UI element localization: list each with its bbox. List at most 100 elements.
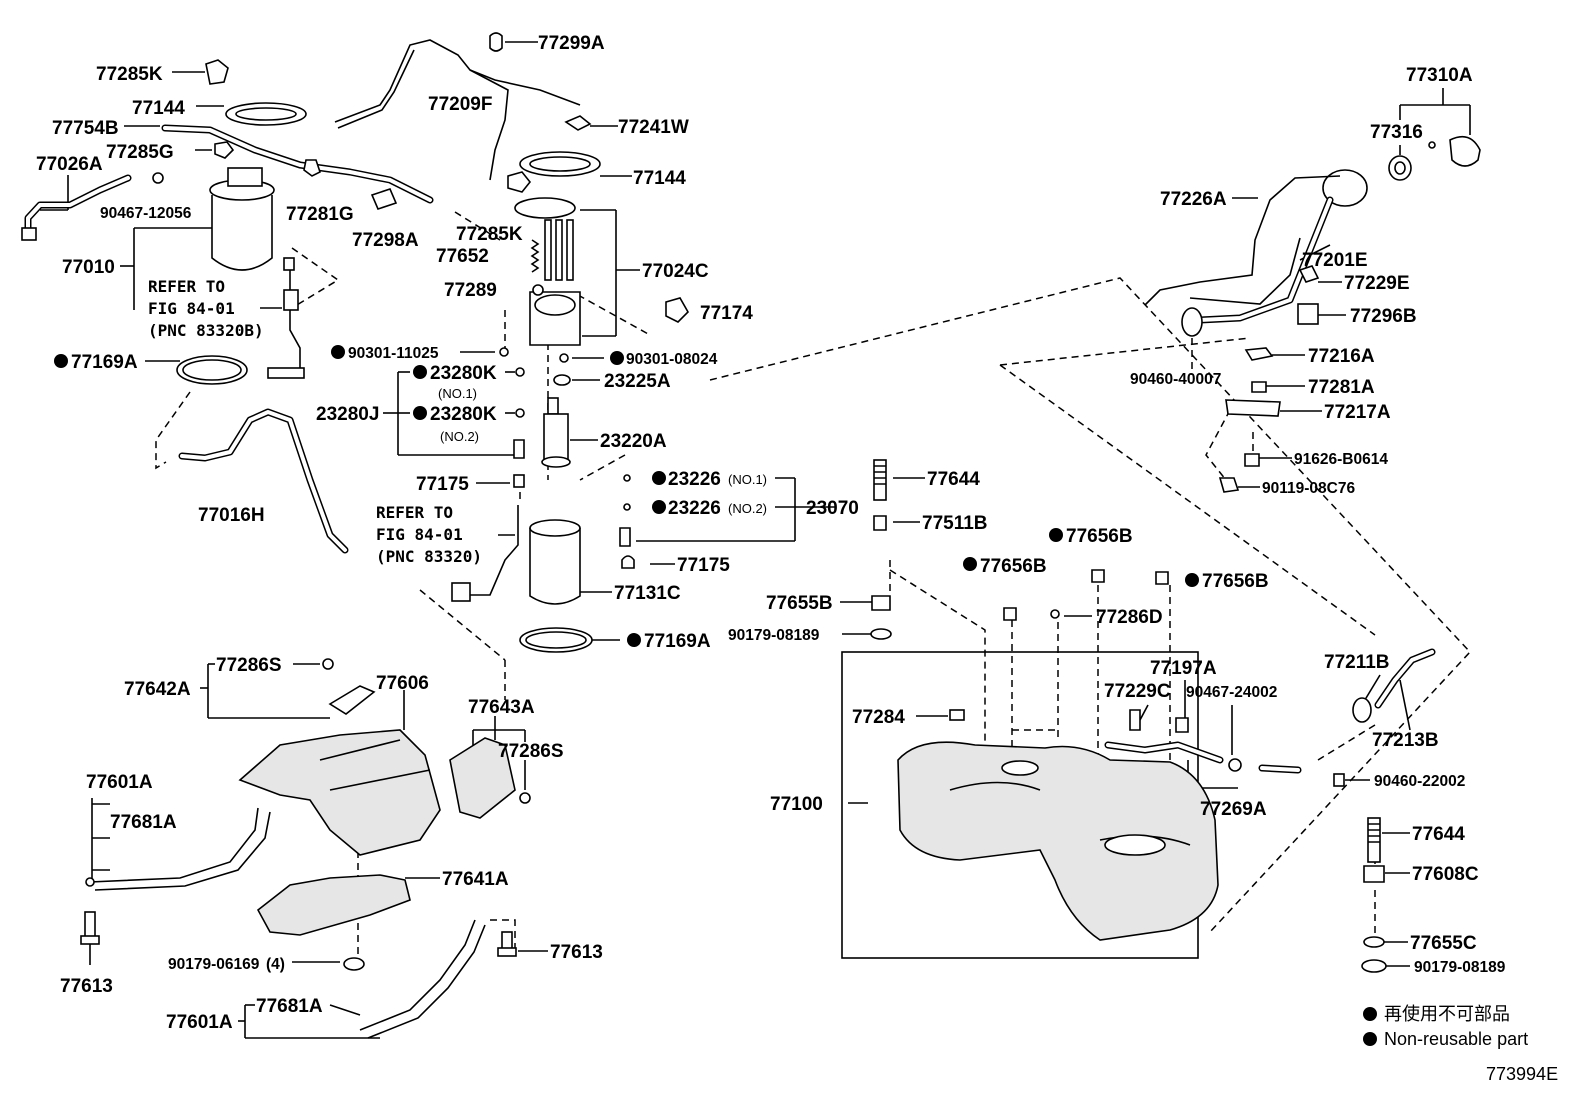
clip-77285K-shape — [205, 59, 229, 85]
label-23280J: 23280J — [316, 404, 379, 425]
refer-notes: REFER TO FIG 84-01 (PNC 83320B) REFER TO… — [148, 277, 482, 566]
label-77643A: 77643A — [468, 697, 535, 718]
label-77024C: 77024C — [642, 261, 709, 282]
label-77226A: 77226A — [1160, 189, 1227, 210]
fuel-tank-77100-shape — [897, 741, 1219, 941]
label-77286S-b: 77286S — [498, 741, 564, 762]
label-77608C: 77608C — [1412, 864, 1479, 885]
tube-77016H-shape — [178, 408, 349, 554]
label-77656B-c: 77656B — [1202, 571, 1269, 592]
label-77613-right: 77613 — [550, 942, 603, 963]
label-77241W: 77241W — [618, 117, 689, 138]
label-77016H: 77016H — [198, 505, 265, 526]
label-77229C: 77229C — [1104, 681, 1171, 702]
label-23280K-2: 23280K — [430, 404, 497, 425]
refer1-line1: REFER TO — [148, 277, 225, 296]
label-no1-b: (NO.1) — [728, 472, 767, 487]
label-77644-bot: 77644 — [1412, 824, 1465, 845]
refer2-line2: FIG 84-01 — [376, 525, 463, 544]
label-77284: 77284 — [852, 707, 905, 728]
refer1-line3: (PNC 83320B) — [148, 321, 264, 340]
label-77281G: 77281G — [286, 204, 354, 225]
label-90179-06169: 90179-06169 — [168, 956, 260, 973]
label-77681A-bot: 77681A — [256, 996, 323, 1017]
label-77601A-top: 77601A — [86, 772, 153, 793]
label-77656B-b: 77656B — [980, 556, 1047, 577]
label-77144-left: 77144 — [132, 98, 185, 119]
sub-tank-77131C-shape — [529, 519, 581, 605]
label-90460-22002: 90460-22002 — [1374, 773, 1465, 790]
legend-en: Non-reusable part — [1384, 1029, 1528, 1049]
refer2-line1: REFER TO — [376, 503, 453, 522]
label-77606: 77606 — [376, 673, 429, 694]
label-77285G: 77285G — [106, 142, 174, 163]
valve-77644-top-shape — [873, 459, 887, 501]
label-no2-a: (NO.2) — [440, 429, 479, 444]
label-77310A: 77310A — [1406, 65, 1473, 86]
label-77197A: 77197A — [1150, 658, 1217, 679]
clip-77299A-shape — [489, 32, 503, 52]
label-77281A: 77281A — [1308, 377, 1375, 398]
label-77289: 77289 — [444, 280, 497, 301]
label-77642A: 77642A — [124, 679, 191, 700]
fuel-pump-bracket-77024C-shape — [514, 197, 581, 346]
label-90179-08189-bot: 90179-08189 — [1414, 959, 1506, 976]
valve-77644-bot-shape — [1367, 817, 1381, 863]
label-90301-11025: 90301-11025 — [348, 345, 439, 362]
label-77641A: 77641A — [442, 869, 509, 890]
strap-77601A-top-shape — [89, 807, 259, 883]
label-77209F: 77209F — [428, 94, 492, 115]
label-77213B: 77213B — [1372, 730, 1439, 751]
protector-77606-shape — [238, 729, 441, 856]
label-77285K-mid: 77285K — [456, 224, 523, 245]
label-77316: 77316 — [1370, 122, 1423, 143]
label-77298A: 77298A — [352, 230, 419, 251]
label-77174: 77174 — [700, 303, 753, 324]
label-90119-08C76: 90119-08C76 — [1262, 480, 1355, 497]
fuel-cap-77310A-shape — [1449, 135, 1481, 167]
label-77026A: 77026A — [36, 154, 103, 175]
label-77201E: 77201E — [1302, 250, 1368, 271]
label-77175-bot: 77175 — [677, 555, 730, 576]
legend: 再使用不可部品 Non-reusable part 773994E — [1363, 1004, 1558, 1084]
legend-jp: 再使用不可部品 — [1384, 1004, 1510, 1024]
label-77511B: 77511B — [922, 513, 988, 534]
label-23225A: 23225A — [604, 371, 671, 392]
strap-77601A-bot-shape — [359, 919, 476, 1031]
label-77754B: 77754B — [52, 118, 119, 139]
label-77296B: 77296B — [1350, 306, 1417, 327]
label-77656B-a: 77656B — [1066, 526, 1133, 547]
filler-pipe-77201E-shape — [1189, 169, 1368, 324]
label-77655B: 77655B — [766, 593, 833, 614]
label-77169A-bot: 77169A — [644, 631, 711, 652]
label-77613-left: 77613 — [60, 976, 113, 997]
label-77655C: 77655C — [1410, 933, 1477, 954]
label-77269A: 77269A — [1200, 799, 1267, 820]
label-77299A: 77299A — [538, 33, 605, 54]
label-77652: 77652 — [436, 246, 489, 267]
label-77169A-top: 77169A — [71, 352, 138, 373]
part-shapes — [21, 32, 1481, 1039]
label-90467-12056: 90467-12056 — [100, 205, 192, 222]
label-77285K-top: 77285K — [96, 64, 163, 85]
label-77100: 77100 — [770, 794, 823, 815]
label-77644-top: 77644 — [927, 469, 980, 490]
label-23220A: 23220A — [600, 431, 667, 452]
non-reusable-markers — [54, 345, 1199, 647]
label-77211B: 77211B — [1324, 652, 1390, 673]
label-90460-40007: 90460-40007 — [1130, 371, 1221, 388]
label-77010: 77010 — [62, 257, 115, 278]
label-77217A: 77217A — [1324, 402, 1391, 423]
fuel-pump-23220A-shape — [541, 397, 571, 468]
label-90301-08024: 90301-08024 — [626, 351, 718, 368]
label-77144-mid: 77144 — [633, 168, 686, 189]
bolt-77613-left-shape — [80, 911, 100, 945]
sender-gauge-77010-shape — [209, 167, 275, 271]
bolt-77613-right-shape — [497, 931, 517, 957]
label-23226-2: 23226 — [668, 498, 721, 519]
refer2-line3: (PNC 83320) — [376, 547, 482, 566]
label-77216A: 77216A — [1308, 346, 1375, 367]
label-23070: 23070 — [806, 498, 859, 519]
label-23280K-1: 23280K — [430, 363, 497, 384]
